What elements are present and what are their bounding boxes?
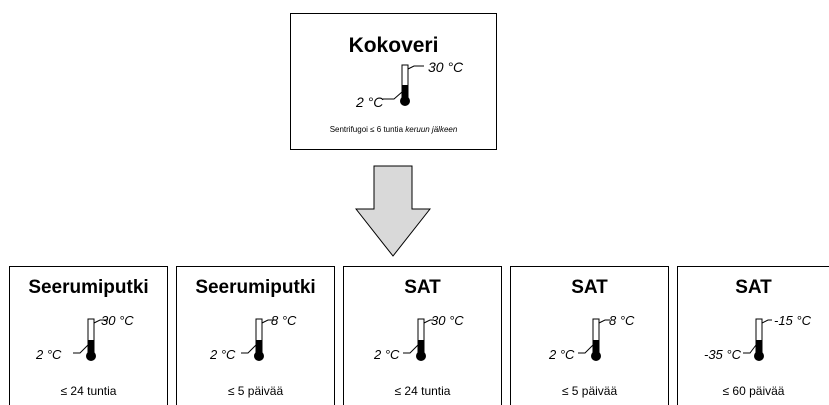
sat-card-1: SAT 30 °C 2 °C ≤ 24 tuntia [343, 266, 502, 405]
high-temp: 30 °C [101, 313, 134, 328]
storage-duration: ≤ 5 päivää [227, 384, 284, 398]
serum-tube-card-2: Seerumiputki 8 °C 2 °C ≤ 5 päivää [176, 266, 335, 405]
low-temp: 2 °C [36, 347, 62, 362]
storage-duration: ≤ 24 tuntia [60, 384, 117, 398]
low-temp: 2 °C [374, 347, 400, 362]
thermometer-icon [403, 318, 434, 361]
whole-blood-high-temp: 30 °C [428, 59, 464, 75]
thermometer-icon [73, 318, 108, 361]
thermometer-icon [578, 318, 610, 361]
sat-card-3: SAT -15 °C -35 °C ≤ 60 päivää [677, 266, 829, 405]
note-main-text: Sentrifugoi ≤ 6 tuntia [329, 125, 404, 134]
card-title: Seerumiputki [195, 277, 316, 298]
high-temp: 8 °C [609, 313, 635, 328]
whole-blood-title: Kokoveri [348, 34, 439, 57]
storage-duration: ≤ 24 tuntia [394, 384, 451, 398]
whole-blood-box: Kokoveri 30 °C 2 °C Sentrifugoi ≤ 6 tunt… [290, 13, 497, 150]
thermometer-icon [743, 318, 772, 361]
high-temp: 8 °C [271, 313, 297, 328]
card-title: SAT [735, 277, 772, 298]
thermometer-icon [241, 318, 273, 361]
note-italic-text: keruun jälkeen [405, 125, 458, 134]
card-title: SAT [404, 277, 441, 298]
sat-card-2: SAT 8 °C 2 °C ≤ 5 päivää [510, 266, 669, 405]
storage-duration: ≤ 60 päivää [722, 384, 785, 398]
card-title: SAT [571, 277, 608, 298]
card-title: Seerumiputki [28, 277, 149, 298]
thermometer-icon [383, 64, 424, 106]
down-arrow-icon [355, 165, 431, 257]
high-temp: 30 °C [431, 313, 464, 328]
high-temp: -15 °C [774, 313, 811, 328]
low-temp: 2 °C [549, 347, 575, 362]
serum-tube-card-1: Seerumiputki 30 °C 2 °C ≤ 24 tuntia [9, 266, 168, 405]
low-temp: 2 °C [210, 347, 236, 362]
storage-duration: ≤ 5 päivää [561, 384, 618, 398]
low-temp: -35 °C [704, 347, 741, 362]
whole-blood-note: Sentrifugoi ≤ 6 tuntia keruun jälkeen [291, 125, 496, 134]
whole-blood-low-temp: 2 °C [356, 94, 384, 110]
